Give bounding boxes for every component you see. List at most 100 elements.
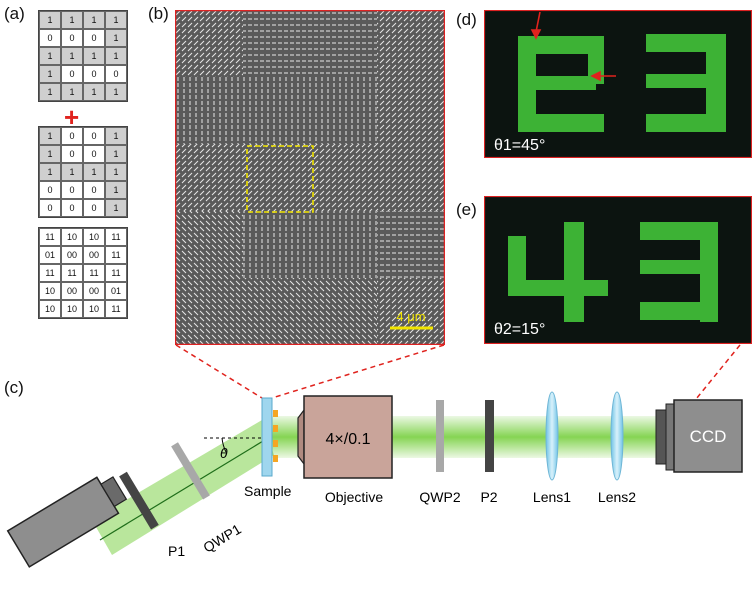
grid-cell: 00 — [83, 282, 105, 300]
grid-cell: 1 — [105, 29, 127, 47]
grid-cell: 0 — [39, 29, 61, 47]
grid-cell: 1 — [83, 163, 105, 181]
plus-operator: + — [64, 102, 80, 132]
grid-cell: 1 — [105, 11, 127, 29]
panel-label-d: (d) — [456, 10, 477, 29]
nanostructure-blocks — [175, 10, 445, 345]
ccd-label: CCD — [690, 427, 727, 446]
lens2-label: Lens2 — [598, 489, 636, 505]
grid-cell: 1 — [105, 127, 127, 145]
highlight-dashed-box — [246, 145, 314, 213]
grid-cell: 0 — [39, 181, 61, 199]
lens-2 — [610, 391, 624, 481]
sample-label: Sample — [244, 483, 292, 499]
grid-cell: 1 — [105, 47, 127, 65]
grid-cell: 1 — [105, 181, 127, 199]
ccd-camera — [655, 399, 743, 473]
grid-cell: 1 — [39, 145, 61, 163]
grid-cell: 1 — [61, 83, 83, 101]
grid-cell: 10 — [83, 228, 105, 246]
grid-cell: 1 — [61, 47, 83, 65]
grid-cell: 0 — [61, 145, 83, 163]
grid-cell: 11 — [39, 264, 61, 282]
grid-cell: 11 — [39, 228, 61, 246]
polarizer-p1 — [119, 471, 159, 530]
grid-cell: 0 — [61, 181, 83, 199]
grid-cell: 10 — [61, 300, 83, 318]
quarter-wave-plate-2 — [436, 400, 444, 472]
pattern-glyph-left — [508, 222, 608, 322]
optical-image-45deg: θ1=45° — [484, 10, 752, 158]
grid-cell: 1 — [83, 47, 105, 65]
grid-cell: 1 — [39, 127, 61, 145]
grid-cell: 10 — [39, 282, 61, 300]
grid-cell: 1 — [83, 11, 105, 29]
grid-cell: 1 — [39, 11, 61, 29]
grid-cell: 10 — [83, 300, 105, 318]
grid-cell: 0 — [83, 181, 105, 199]
optical-image-15deg: θ2=15° — [484, 196, 752, 344]
qwp1-label: QWP1 — [200, 521, 244, 556]
zoom-lines — [175, 344, 741, 405]
grid-cell: 11 — [105, 300, 127, 318]
pattern-glyph-left — [518, 36, 604, 132]
grid-cell: 0 — [105, 65, 127, 83]
grid-cell: 00 — [61, 246, 83, 264]
red-arrows — [530, 11, 616, 82]
panel-label-b: (b) — [148, 4, 169, 23]
panel-label-c: (c) — [4, 378, 24, 397]
grid-cell: 0 — [83, 145, 105, 163]
lens-1 — [545, 391, 559, 481]
panel-label-a: (a) — [4, 4, 25, 23]
grid-cell: 0 — [61, 127, 83, 145]
grid-cell: 10 — [39, 300, 61, 318]
scale-bar-label: 4 μm — [396, 309, 425, 324]
incident-beam — [92, 420, 274, 555]
grid-cell: 01 — [105, 282, 127, 300]
theta1-label: θ1=45° — [494, 137, 545, 154]
grid-cell: 0 — [83, 29, 105, 47]
grid-cell: 1 — [39, 83, 61, 101]
objective-label: Objective — [325, 489, 384, 505]
grid-cell: 11 — [83, 264, 105, 282]
grid-cell: 10 — [61, 228, 83, 246]
theta-label: θ — [220, 445, 228, 461]
grid-cell: 0 — [83, 199, 105, 217]
grid-cell: 0 — [61, 65, 83, 83]
polarizer-p2 — [485, 400, 494, 472]
grid-cell: 1 — [105, 145, 127, 163]
grid-cell: 1 — [105, 163, 127, 181]
p2-label: P2 — [480, 489, 497, 505]
lens1-label: Lens1 — [533, 489, 571, 505]
pattern-glyph-right — [640, 222, 718, 322]
grid-cell: 1 — [61, 11, 83, 29]
sample-nanostructures — [273, 410, 278, 462]
grid-cell: 00 — [83, 246, 105, 264]
grid-cell: 0 — [61, 29, 83, 47]
grid-cell: 11 — [105, 246, 127, 264]
qwp2-label: QWP2 — [419, 489, 460, 505]
quarter-wave-plate-1 — [171, 442, 210, 500]
grid-cell: 1 — [39, 65, 61, 83]
grid-cell: 00 — [61, 282, 83, 300]
grid-cell: 11 — [105, 228, 127, 246]
theta2-label: θ2=15° — [494, 321, 545, 338]
grid-cell: 1 — [39, 163, 61, 181]
grid-cell: 0 — [83, 65, 105, 83]
grid-cell: 0 — [39, 199, 61, 217]
objective-lens — [297, 395, 393, 479]
grid-cell: 1 — [61, 163, 83, 181]
grid-cell: 1 — [105, 83, 127, 101]
grid-cell: 11 — [61, 264, 83, 282]
grid-cell: 1 — [83, 83, 105, 101]
grid-cell: 0 — [83, 127, 105, 145]
p1-label: P1 — [168, 543, 185, 559]
grid-cell: 0 — [61, 199, 83, 217]
objective-spec-label: 4×/0.1 — [326, 431, 371, 448]
grid-cell: 01 — [39, 246, 61, 264]
